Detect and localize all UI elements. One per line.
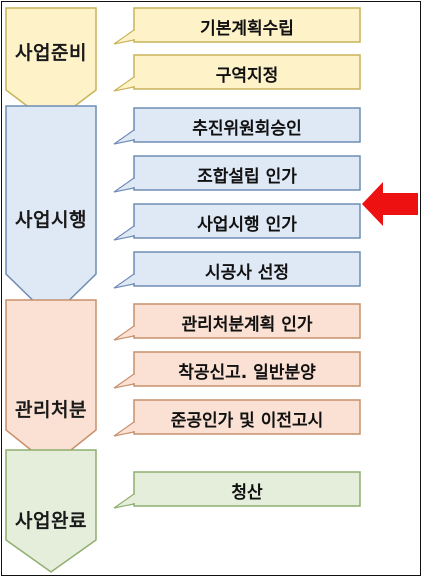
box-project-approval <box>133 203 361 239</box>
box-completion-transfer <box>133 399 361 435</box>
step-contractor-selection: 시공사 선정 <box>204 263 290 283</box>
step-construction-sale: 착공신고. 일반분양 <box>178 363 316 383</box>
box-zone-designation-tail <box>113 75 135 92</box>
box-contractor-selection <box>133 251 361 287</box>
step-basic-plan: 기본계획수립 <box>200 19 294 39</box>
box-construction-sale-tail <box>113 372 135 389</box>
box-association-approval <box>133 155 361 191</box>
box-disposition-plan-tail <box>113 324 135 341</box>
box-basic-plan-tail <box>113 28 135 45</box>
step-project-approval: 사업시행 인가 <box>197 215 297 235</box>
box-settlement-tail <box>113 492 135 509</box>
box-committee-approval <box>133 107 361 143</box>
box-association-approval-tail <box>113 176 135 193</box>
stage-label-disposition: 관리처분 <box>15 399 87 421</box>
box-zone-designation <box>133 54 361 90</box>
step-disposition-plan: 관리처분계획 인가 <box>181 315 313 335</box>
chevron-implementation <box>5 105 97 320</box>
stage-label-preparation: 사업준비 <box>15 42 87 64</box>
chevron-completion <box>5 449 97 573</box>
stage-label-completion: 사업완료 <box>15 510 87 532</box>
step-committee-approval: 추진위원회승인 <box>192 119 302 139</box>
box-completion-transfer-tail <box>113 420 135 437</box>
highlight-arrow-icon <box>362 182 418 226</box>
step-association-approval: 조합설립 인가 <box>197 167 297 187</box>
stage-label-implementation: 사업시행 <box>15 209 87 231</box>
step-settlement: 청산 <box>231 483 263 503</box>
step-zone-designation: 구역지정 <box>215 66 279 86</box>
box-basic-plan <box>133 7 361 43</box>
box-committee-approval-tail <box>113 128 135 145</box>
box-project-approval-tail <box>113 224 135 241</box>
chevron-disposition <box>5 299 97 467</box>
step-completion-transfer: 준공인가 및 이전고시 <box>170 411 324 431</box>
box-construction-sale <box>133 351 361 387</box>
box-settlement <box>133 471 361 507</box>
box-contractor-selection-tail <box>113 272 135 289</box>
box-disposition-plan <box>133 303 361 339</box>
